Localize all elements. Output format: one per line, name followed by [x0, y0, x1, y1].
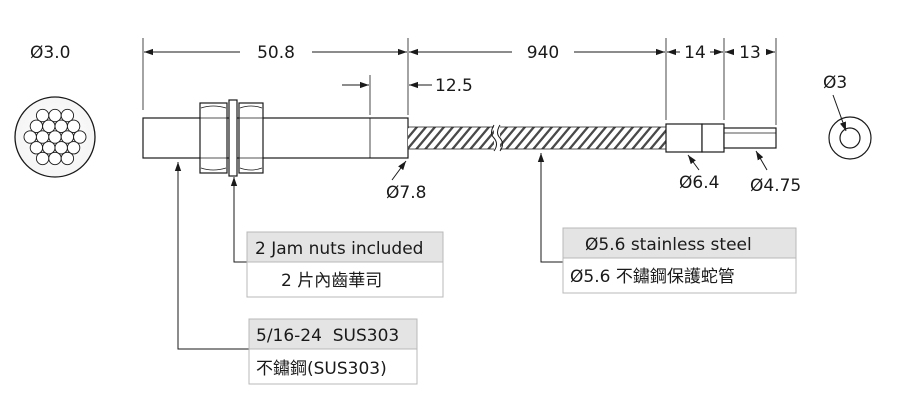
callout-sheath: Ø5.6 stainless steel Ø5.6 不鏽鋼保護蛇管	[562, 227, 797, 294]
hose-length-label: 940	[527, 43, 559, 63]
fiber-strand	[48, 130, 62, 144]
callout-sheath-body	[562, 257, 797, 294]
bundle-fibers	[23, 108, 87, 166]
fiber-bundle-end-view	[14, 96, 96, 178]
threaded-body	[142, 117, 409, 159]
body-length-label: 50.8	[257, 43, 295, 63]
fiber-strand	[66, 119, 81, 133]
fiber-strand	[60, 108, 75, 123]
sensor-body	[142, 99, 409, 177]
offset-label: 12.5	[435, 76, 473, 96]
callout-sheath-line2: Ø5.6 不鏽鋼保護蛇管	[570, 267, 735, 287]
segment-2-label: 13	[739, 43, 761, 63]
jam-nut-2	[238, 102, 264, 174]
ferrule	[665, 123, 703, 153]
fiber-strand	[23, 130, 37, 144]
fiber-strand	[48, 108, 62, 123]
segment-1-label: 14	[684, 43, 706, 63]
fiber-strand	[66, 141, 81, 155]
callout-thread-line2: 不鏽鋼(SUS303)	[256, 359, 387, 379]
sheath-break-right	[497, 124, 503, 152]
callout-leaders	[174, 153, 563, 350]
fiber-strand	[35, 108, 50, 123]
callout-thread: 5/16-24 SUS303 不鏽鋼(SUS303)	[248, 318, 418, 385]
diameter-leaders	[391, 150, 768, 181]
ferrule-diameter-leader	[687, 154, 700, 171]
stainless-sheath	[408, 124, 666, 152]
sheath-segment-1	[408, 127, 494, 149]
extension-lines	[142, 38, 777, 125]
callout-nuts-line2: 2 片內齒華司	[281, 271, 382, 291]
callout-nuts-line1: 2 Jam nuts included	[255, 239, 423, 259]
tip-diameter-label: Ø4.75	[750, 176, 801, 196]
top-dimensions	[144, 48, 775, 89]
fiber-strand	[73, 130, 87, 144]
fiber-strand	[54, 141, 68, 155]
fiber-strand	[42, 119, 56, 133]
callout-nuts: 2 Jam nuts included 2 片內齒華司	[246, 231, 444, 298]
ferrule-tip	[665, 123, 777, 153]
probe-tip	[723, 127, 777, 149]
sheath-break-left	[491, 124, 497, 152]
fiber-strand	[60, 130, 75, 144]
ferrule-diameter-label: Ø6.4	[679, 173, 719, 193]
washer	[228, 99, 238, 177]
fiber-strand	[42, 141, 56, 155]
tip-end-view	[828, 94, 872, 160]
callout-thread-line1: 5/16-24 SUS303	[256, 326, 399, 346]
fiber-strand	[35, 130, 50, 144]
jam-nut-1	[199, 102, 228, 174]
body-diameter-label: Ø7.8	[386, 183, 426, 203]
tip-inner-circle	[839, 127, 861, 149]
callout-sheath-line1: Ø5.6 stainless steel	[585, 235, 752, 255]
body-diameter-leader	[391, 160, 407, 181]
fiber-strand	[60, 151, 75, 166]
callout-nuts-body	[246, 261, 444, 298]
fiber-strand	[29, 141, 44, 155]
nuts-leader	[230, 177, 247, 263]
sheath-leader	[537, 153, 563, 263]
fiber-strand	[35, 151, 50, 166]
fiber-strand	[29, 119, 44, 133]
tip-view-leader	[832, 94, 847, 132]
ferrule-collar	[701, 123, 725, 153]
sheath-segment-2	[500, 127, 666, 149]
thread-leader	[174, 162, 249, 350]
fiber-strand	[54, 119, 68, 133]
fiber-strand	[48, 151, 62, 166]
end-view-right-label: Ø3	[823, 73, 847, 93]
end-view-left-label: Ø3.0	[30, 43, 70, 63]
tip-diameter-leader	[755, 150, 768, 171]
callout-thread-body	[248, 348, 418, 385]
